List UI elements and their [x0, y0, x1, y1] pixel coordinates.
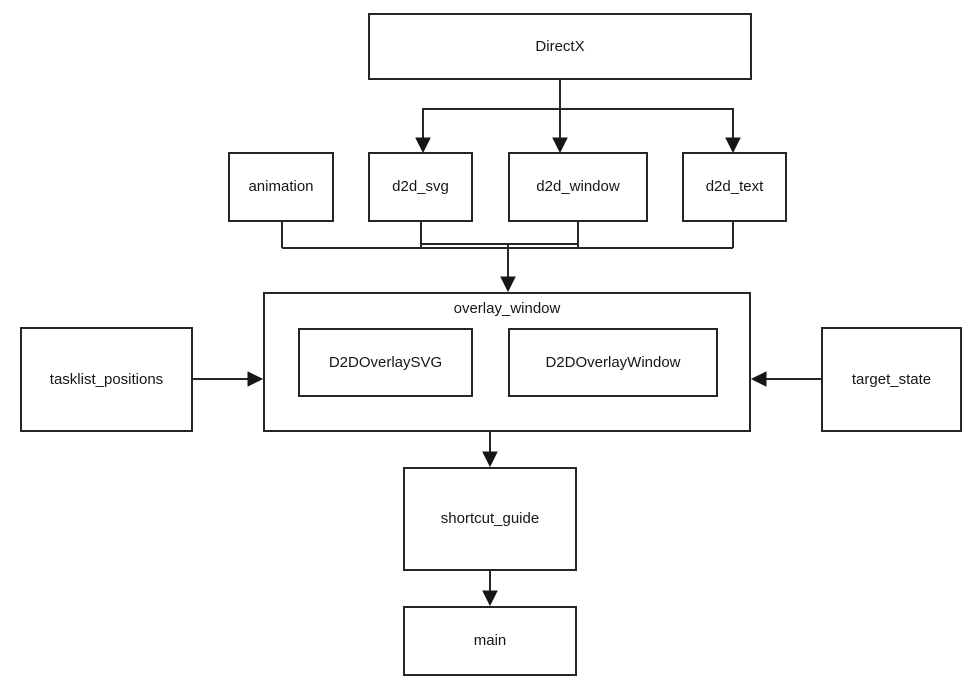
node-d2d-overlay-window: D2DOverlayWindow: [508, 328, 718, 397]
edge-directx-to-d2d_svg: [415, 80, 561, 154]
edge-tasklist_positions-to-overlay_window: [193, 371, 264, 387]
node-tasklist-positions-label: tasklist_positions: [49, 370, 164, 388]
node-d2d-overlay-window-label: D2DOverlayWindow: [545, 353, 681, 371]
node-d2d-window: d2d_window: [508, 152, 648, 222]
node-animation-label: animation: [248, 178, 314, 195]
node-d2d-text: d2d_text: [682, 152, 787, 222]
edge-target_state-to-overlay_window: [750, 371, 821, 387]
edge-modules-to-overlay_window: [281, 222, 734, 293]
edge-overlay_window-to-shortcut_guide: [482, 432, 498, 468]
node-main: main: [403, 606, 577, 676]
edge-shortcut_guide-to-main: [482, 571, 498, 607]
node-main-label: main: [473, 632, 507, 649]
node-d2d-text-label: d2d_text: [705, 178, 764, 195]
node-directx: DirectX: [368, 13, 752, 80]
node-d2d-overlay-svg: D2DOverlaySVG: [298, 328, 473, 397]
node-d2d-overlay-svg-label: D2DOverlaySVG: [328, 353, 443, 371]
node-d2d-svg: d2d_svg: [368, 152, 473, 222]
node-tasklist-positions: tasklist_positions: [20, 327, 193, 432]
node-target-state: target_state: [821, 327, 962, 432]
node-d2d-svg-label: d2d_svg: [392, 178, 449, 195]
node-target-state-label: target_state: [851, 370, 932, 388]
node-shortcut-guide-label: shortcut_guide: [440, 510, 540, 527]
edge-directx-to-d2d_window: [552, 109, 568, 154]
node-directx-label: DirectX: [535, 37, 585, 55]
node-animation: animation: [228, 152, 334, 222]
node-shortcut-guide: shortcut_guide: [403, 467, 577, 571]
node-d2d-window-label: d2d_window: [536, 178, 620, 195]
edge-directx-to-d2d_text: [560, 108, 741, 154]
group-overlay-window-label: overlay_window: [453, 300, 561, 317]
